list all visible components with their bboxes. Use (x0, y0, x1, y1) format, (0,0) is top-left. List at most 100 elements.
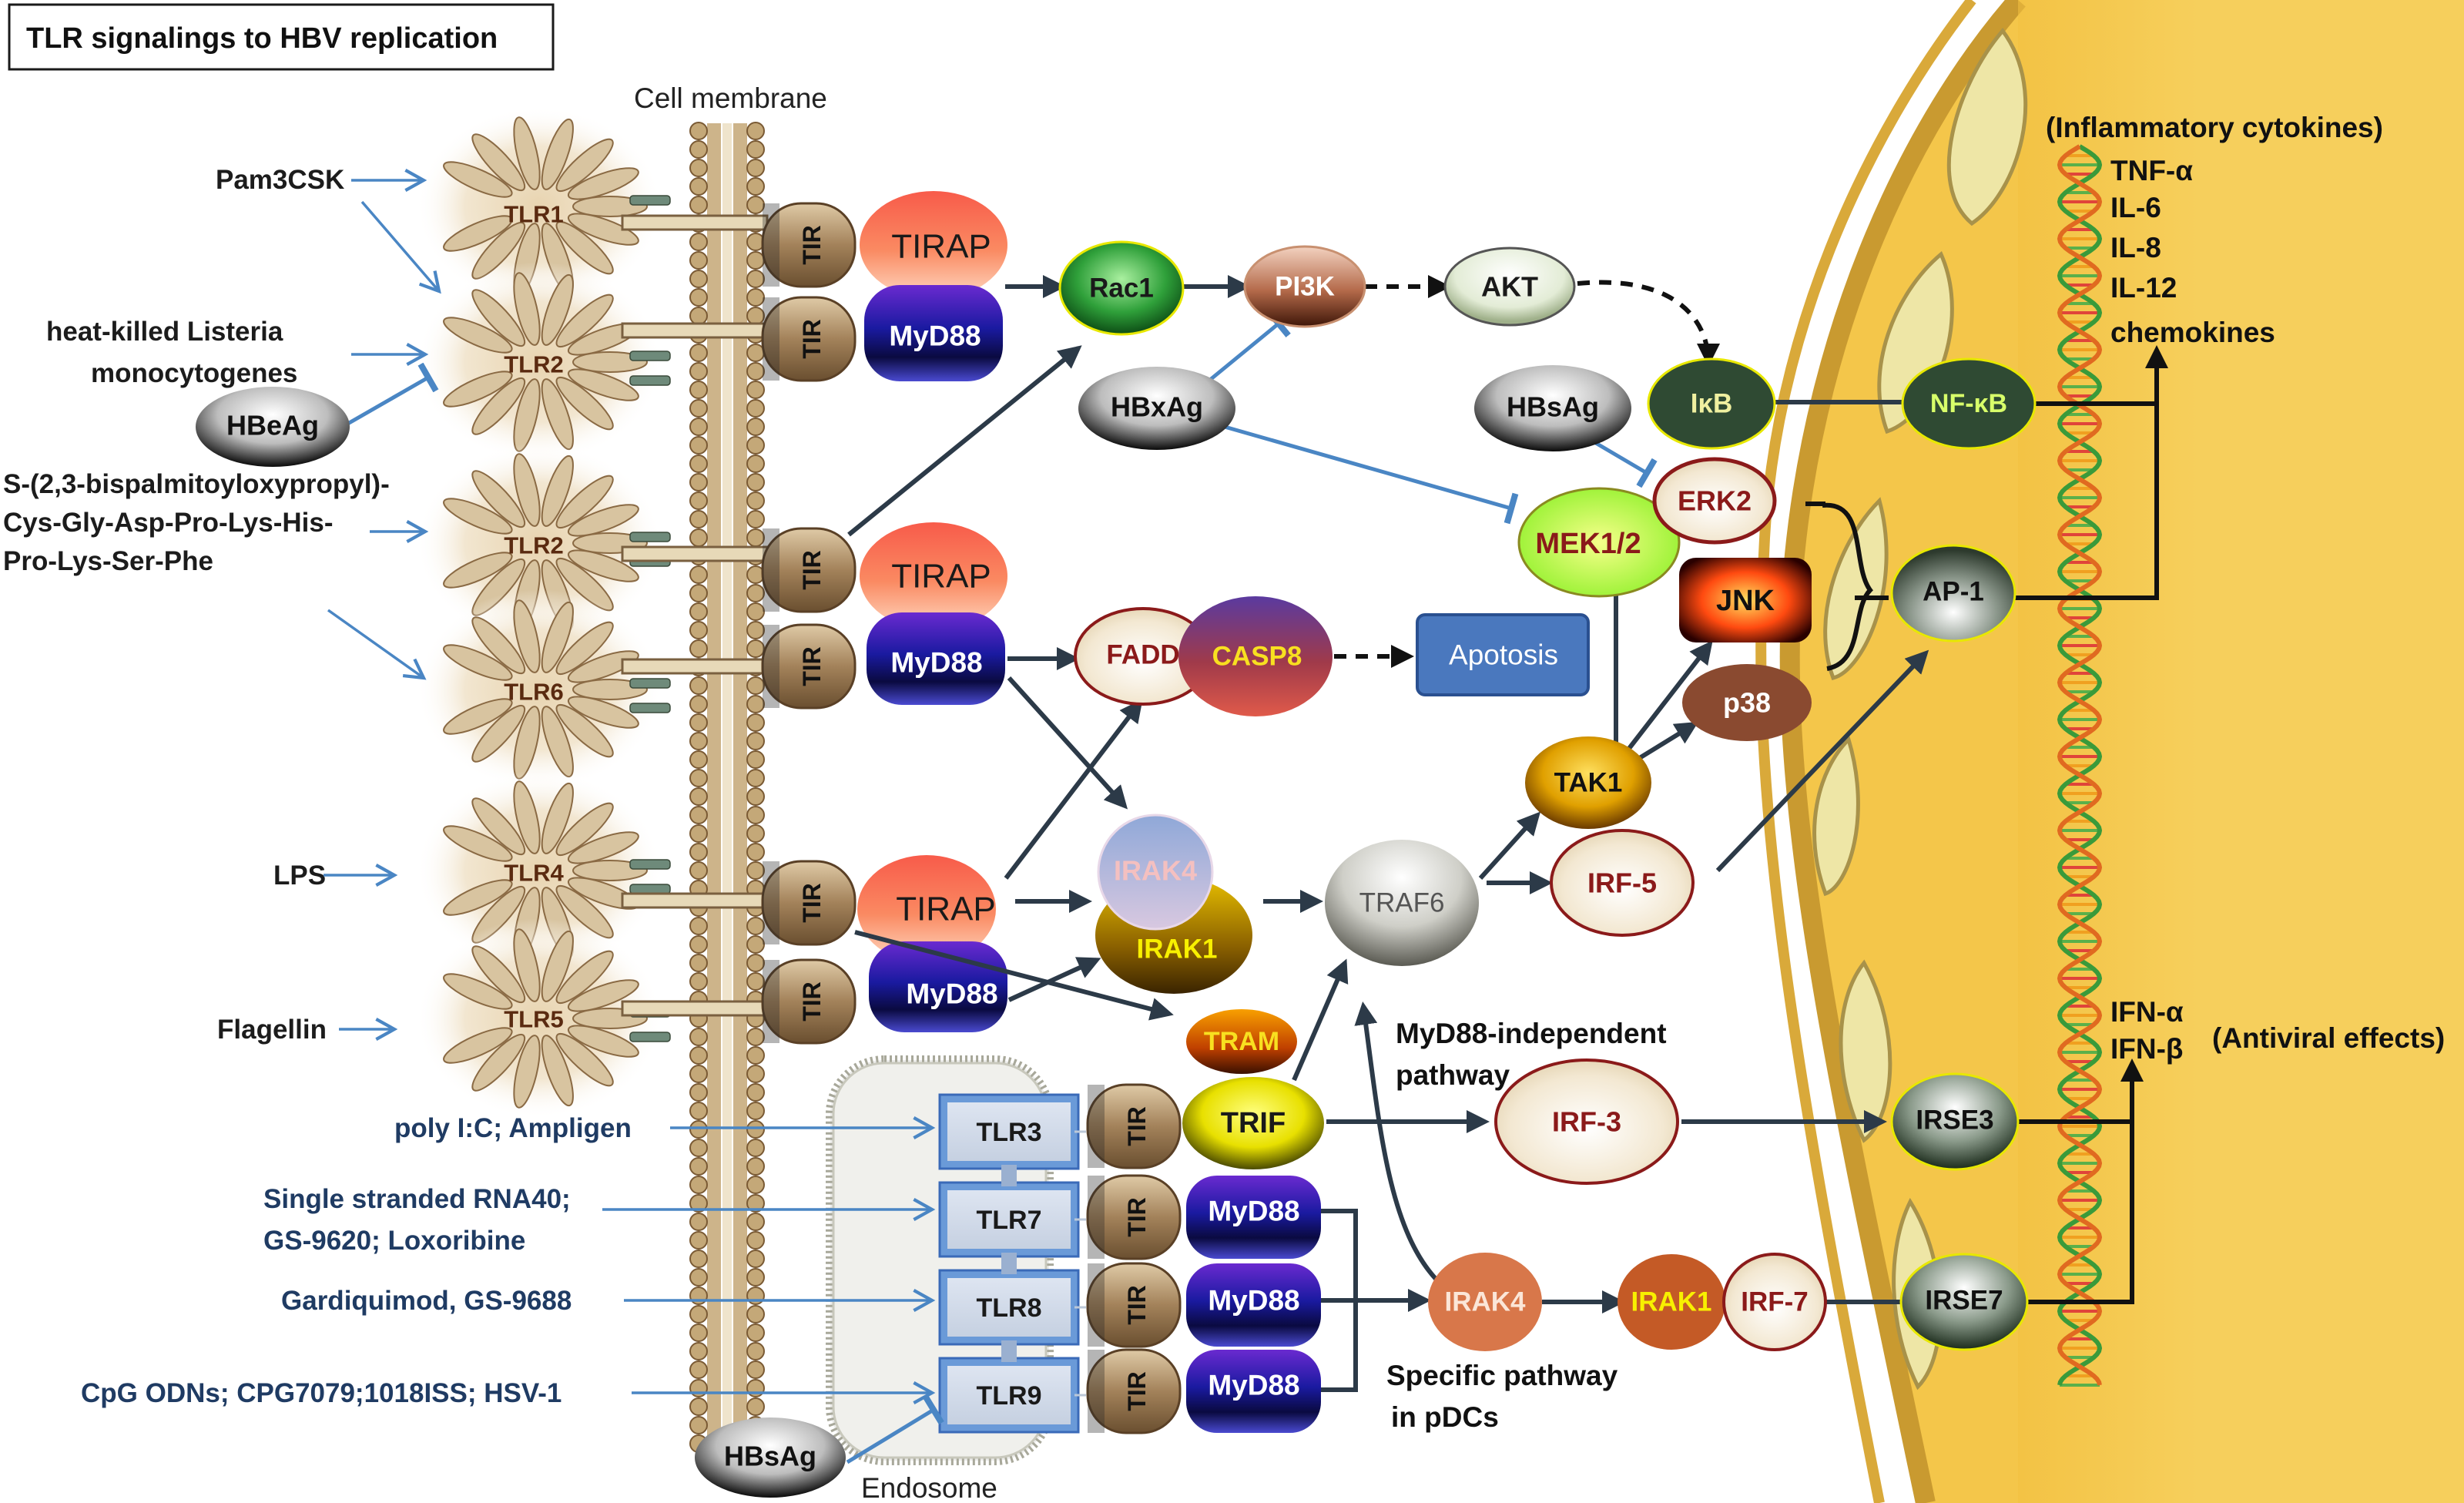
ifn-beta: IFN-β (2110, 1033, 2184, 1065)
tak1-node (1525, 736, 1651, 829)
rac1-label: Rac1 (1089, 273, 1154, 304)
ligand-flagellin: Flagellin (217, 1015, 327, 1045)
trif-label: TRIF (1221, 1107, 1286, 1139)
inflammatory-label: (Inflammatory cytokines) (2046, 112, 2383, 143)
myd88-independent-label-1: MyD88-independent (1396, 1018, 1667, 1049)
traf6-node (1325, 840, 1479, 966)
irak4-pdc-node (1428, 1253, 1542, 1351)
ap1-node (1890, 544, 2016, 642)
mek-node (1517, 487, 1681, 598)
tlr9-label: TLR9 (977, 1381, 1042, 1411)
erk2-label: ERK2 (1678, 485, 1752, 517)
nucleus (1755, 0, 2464, 1503)
tir-label: TIR (798, 883, 826, 923)
tram-node (1186, 1009, 1297, 1074)
ligand-tlr3: poly I:C; Ampligen (394, 1113, 632, 1143)
apoptosis-label: Apotosis (1449, 639, 1558, 671)
tlr6-label: TLR6 (504, 679, 564, 706)
tram-label: TRAM (1204, 1027, 1279, 1056)
tirap-adaptors (857, 191, 1007, 963)
dashed-arrows (1334, 275, 1720, 668)
myd88-independent-label-2: pathway (1396, 1059, 1510, 1091)
nfkb-node (1901, 357, 2037, 450)
hbsag-label: HBsAg (1507, 391, 1599, 423)
tir-label: TIR (1123, 1285, 1151, 1325)
myd88-label-6: MyD88 (1208, 1370, 1299, 1401)
trif-node (1182, 1077, 1324, 1169)
mek-label: MEK1/2 (1535, 528, 1641, 560)
endosome-label: Endosome (861, 1472, 997, 1503)
myd88-label-2: MyD88 (890, 647, 982, 679)
antiviral-label: (Antiviral effects) (2212, 1022, 2445, 1054)
tlr-receptors (416, 106, 671, 1119)
dna-helix (2057, 144, 2103, 1387)
tlr7-label: TLR7 (977, 1206, 1042, 1235)
tlr2-label: TLR2 (504, 351, 564, 378)
cytokine-tnfa: TNF-α (2110, 155, 2193, 186)
irak4-node (1097, 814, 1214, 931)
irse3-node (1890, 1072, 2020, 1171)
irse7-label: IRSE7 (1925, 1286, 2003, 1316)
akt-label: AKT (1481, 271, 1538, 303)
irf3-label: IRF-3 (1552, 1106, 1621, 1138)
tlr5-label: TLR5 (504, 1006, 564, 1033)
tlr2-label-b: TLR2 (504, 532, 564, 559)
tir-label: TIR (798, 550, 826, 590)
endosomal-tlrs (938, 1093, 1086, 1434)
output-connectors (1805, 345, 2168, 1304)
ligand-peptide-2: Cys-Gly-Asp-Pro-Lys-His- (3, 508, 334, 538)
akt-node (1443, 247, 1576, 327)
tak1-label: TAK1 (1554, 768, 1623, 798)
hbsag-label-endosome: HBsAg (724, 1441, 816, 1472)
tirap-label-1: TIRAP (891, 228, 991, 266)
tir-label: TIR (1123, 1106, 1151, 1146)
ikb-label: IκB (1691, 389, 1733, 419)
p38-label: p38 (1723, 687, 1771, 719)
specific-pathway-label-2: in pDCs (1391, 1401, 1499, 1433)
jnk-label: JNK (1716, 585, 1775, 617)
hbsag-node (1474, 365, 1631, 451)
traf6-label: TRAF6 (1359, 888, 1445, 918)
tir-label: TIR (798, 646, 826, 686)
irse3-label: IRSE3 (1916, 1105, 1993, 1136)
irf7-label: IRF-7 (1741, 1287, 1809, 1317)
hbxag-node (1078, 367, 1235, 450)
apoptosis-node (1416, 613, 1590, 696)
tlr3-label: TLR3 (977, 1118, 1042, 1147)
irse7-node (1899, 1253, 2029, 1351)
ikb-node (1647, 357, 1776, 450)
hbxag-label: HBxAg (1111, 391, 1203, 423)
hbsag-node-endosome (695, 1417, 846, 1498)
tir-label: TIR (1123, 1197, 1151, 1237)
ligand-peptide-3: Pro-Lys-Ser-Phe (3, 546, 213, 576)
tlr1-label: TLR1 (504, 201, 564, 228)
myd88-label-5: MyD88 (1208, 1285, 1299, 1317)
ligand-listeria-1: heat-killed Listeria (46, 317, 283, 347)
irf7-node (1722, 1253, 1827, 1351)
casp8-node (1178, 596, 1333, 716)
ligand-arrows (324, 169, 936, 1404)
pi3k-node (1243, 245, 1366, 328)
nfkb-label: NF-κB (1930, 389, 2007, 418)
jnk-node (1679, 558, 1812, 642)
cytokine-chemokines: chemokines (2110, 317, 2275, 348)
irf5-node (1550, 829, 1695, 937)
tir-label: TIR (798, 319, 826, 359)
irf5-label: IRF-5 (1587, 867, 1657, 899)
cytokine-il12: IL-12 (2110, 272, 2177, 304)
irak4-label: IRAK4 (1114, 855, 1197, 887)
ligand-tlr8: Gardiquimod, GS-9688 (281, 1286, 572, 1316)
ligand-lps: LPS (273, 861, 326, 891)
irf3-node (1494, 1058, 1679, 1185)
cell-membrane-label: Cell membrane (634, 82, 827, 114)
title-box (8, 3, 555, 71)
ligand-tlr7-1: Single stranded RNA40; (263, 1184, 571, 1214)
ligand-listeria-2: monocytogenes (91, 358, 297, 388)
ligand-tlr7-2: GS-9620; Loxoribine (263, 1226, 525, 1256)
irak1-pdc-label: IRAK1 (1631, 1287, 1711, 1317)
ligand-pam3csk: Pam3CSK (216, 165, 344, 195)
myd88-label-3: MyD88 (906, 978, 997, 1010)
irak1-label: IRAK1 (1136, 934, 1217, 965)
